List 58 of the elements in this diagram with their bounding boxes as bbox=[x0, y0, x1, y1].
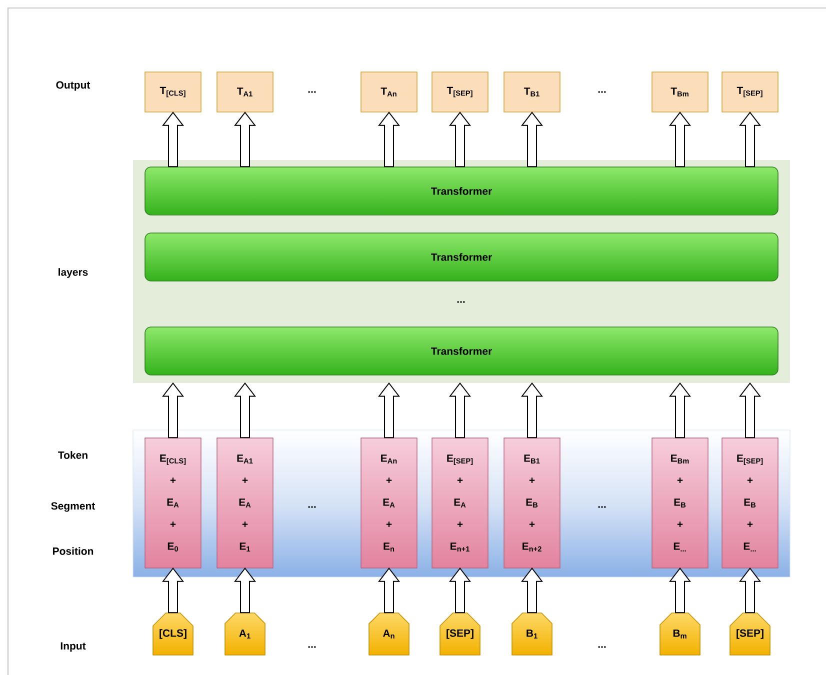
row-label: Segment bbox=[51, 502, 96, 512]
output-box: T$_{A1}$ bbox=[216, 72, 274, 112]
block-arrow bbox=[162, 568, 184, 614]
ellipsis: ... bbox=[598, 646, 606, 648]
input-token-box: [SEP] bbox=[730, 612, 770, 656]
block-arrow bbox=[448, 568, 472, 614]
row-label: Input bbox=[60, 642, 86, 652]
output-box: T$_{B1}$ bbox=[504, 72, 560, 112]
output-box: T$_{[SEP]}$ bbox=[722, 72, 778, 112]
input-token-box: B$_{m}$ bbox=[660, 612, 700, 656]
embedding-box: E$_{An}$ + E$_{A}$ + E$_{n}$ bbox=[360, 438, 418, 568]
ellipsis: ... bbox=[308, 91, 316, 93]
block-arrow bbox=[520, 382, 544, 438]
ellipsis: ... bbox=[598, 506, 606, 508]
block-arrow bbox=[669, 112, 692, 168]
block-arrow bbox=[162, 382, 184, 438]
block-arrow bbox=[378, 112, 400, 168]
row-label: layers bbox=[58, 268, 88, 278]
embedding-box: E$_{[SEP]}$ + E$_{A}$ + E$_{n+1}$ bbox=[432, 438, 488, 568]
output-box: T$_{[CLS]}$ bbox=[144, 72, 202, 112]
row-label: Output bbox=[56, 81, 90, 91]
embedding-box: E$_{[SEP]}$ + E$_{B}$ + E$_{...}$ bbox=[722, 438, 778, 568]
ellipsis: ... bbox=[457, 301, 465, 303]
transformer-bar: Transformer bbox=[144, 326, 778, 376]
input-token-box: A$_{1}$ bbox=[224, 612, 266, 656]
block-arrow bbox=[234, 568, 256, 614]
embedding-box: E$_{B1}$ + E$_{B}$ + E$_{n+2}$ bbox=[504, 438, 560, 568]
block-arrow bbox=[234, 382, 256, 438]
block-arrow bbox=[378, 382, 400, 438]
block-arrow bbox=[378, 568, 400, 614]
block-arrow bbox=[739, 568, 762, 614]
input-token-box: [SEP] bbox=[440, 612, 480, 656]
block-arrow bbox=[669, 568, 692, 614]
block-arrow bbox=[669, 382, 692, 438]
output-box: T$_{Bm}$ bbox=[652, 72, 708, 112]
block-arrow bbox=[234, 112, 256, 168]
input-token-box: [CLS] bbox=[152, 612, 194, 656]
embedding-box: E$_{A1}$ + E$_{A}$ + E$_{1}$ bbox=[216, 438, 274, 568]
block-arrow bbox=[739, 112, 762, 168]
block-arrow bbox=[739, 382, 762, 438]
input-token-box: B$_{1}$ bbox=[512, 612, 552, 656]
block-arrow bbox=[162, 112, 184, 168]
row-label: Position bbox=[53, 547, 94, 555]
transformer-bar: Transformer bbox=[144, 166, 778, 216]
embedding-box: E$_{[CLS]}$ + E$_{A}$ + E$_{0}$ bbox=[144, 438, 202, 568]
ellipsis: ... bbox=[598, 91, 606, 93]
block-arrow bbox=[448, 112, 472, 168]
block-arrow bbox=[448, 382, 472, 438]
embedding-box: E$_{Bm}$ + E$_{B}$ + E$_{...}$ bbox=[652, 438, 708, 568]
ellipsis: ... bbox=[308, 506, 316, 508]
ellipsis: ... bbox=[308, 646, 316, 648]
input-token-box: A$_{n}$ bbox=[368, 612, 410, 656]
block-arrow bbox=[520, 112, 544, 168]
row-label: Token bbox=[58, 451, 88, 459]
block-arrow bbox=[520, 568, 544, 614]
transformer-bar: Transformer bbox=[144, 232, 778, 282]
output-box: T$_{[SEP]}$ bbox=[432, 72, 488, 112]
output-box: T$_{An}$ bbox=[360, 72, 418, 112]
